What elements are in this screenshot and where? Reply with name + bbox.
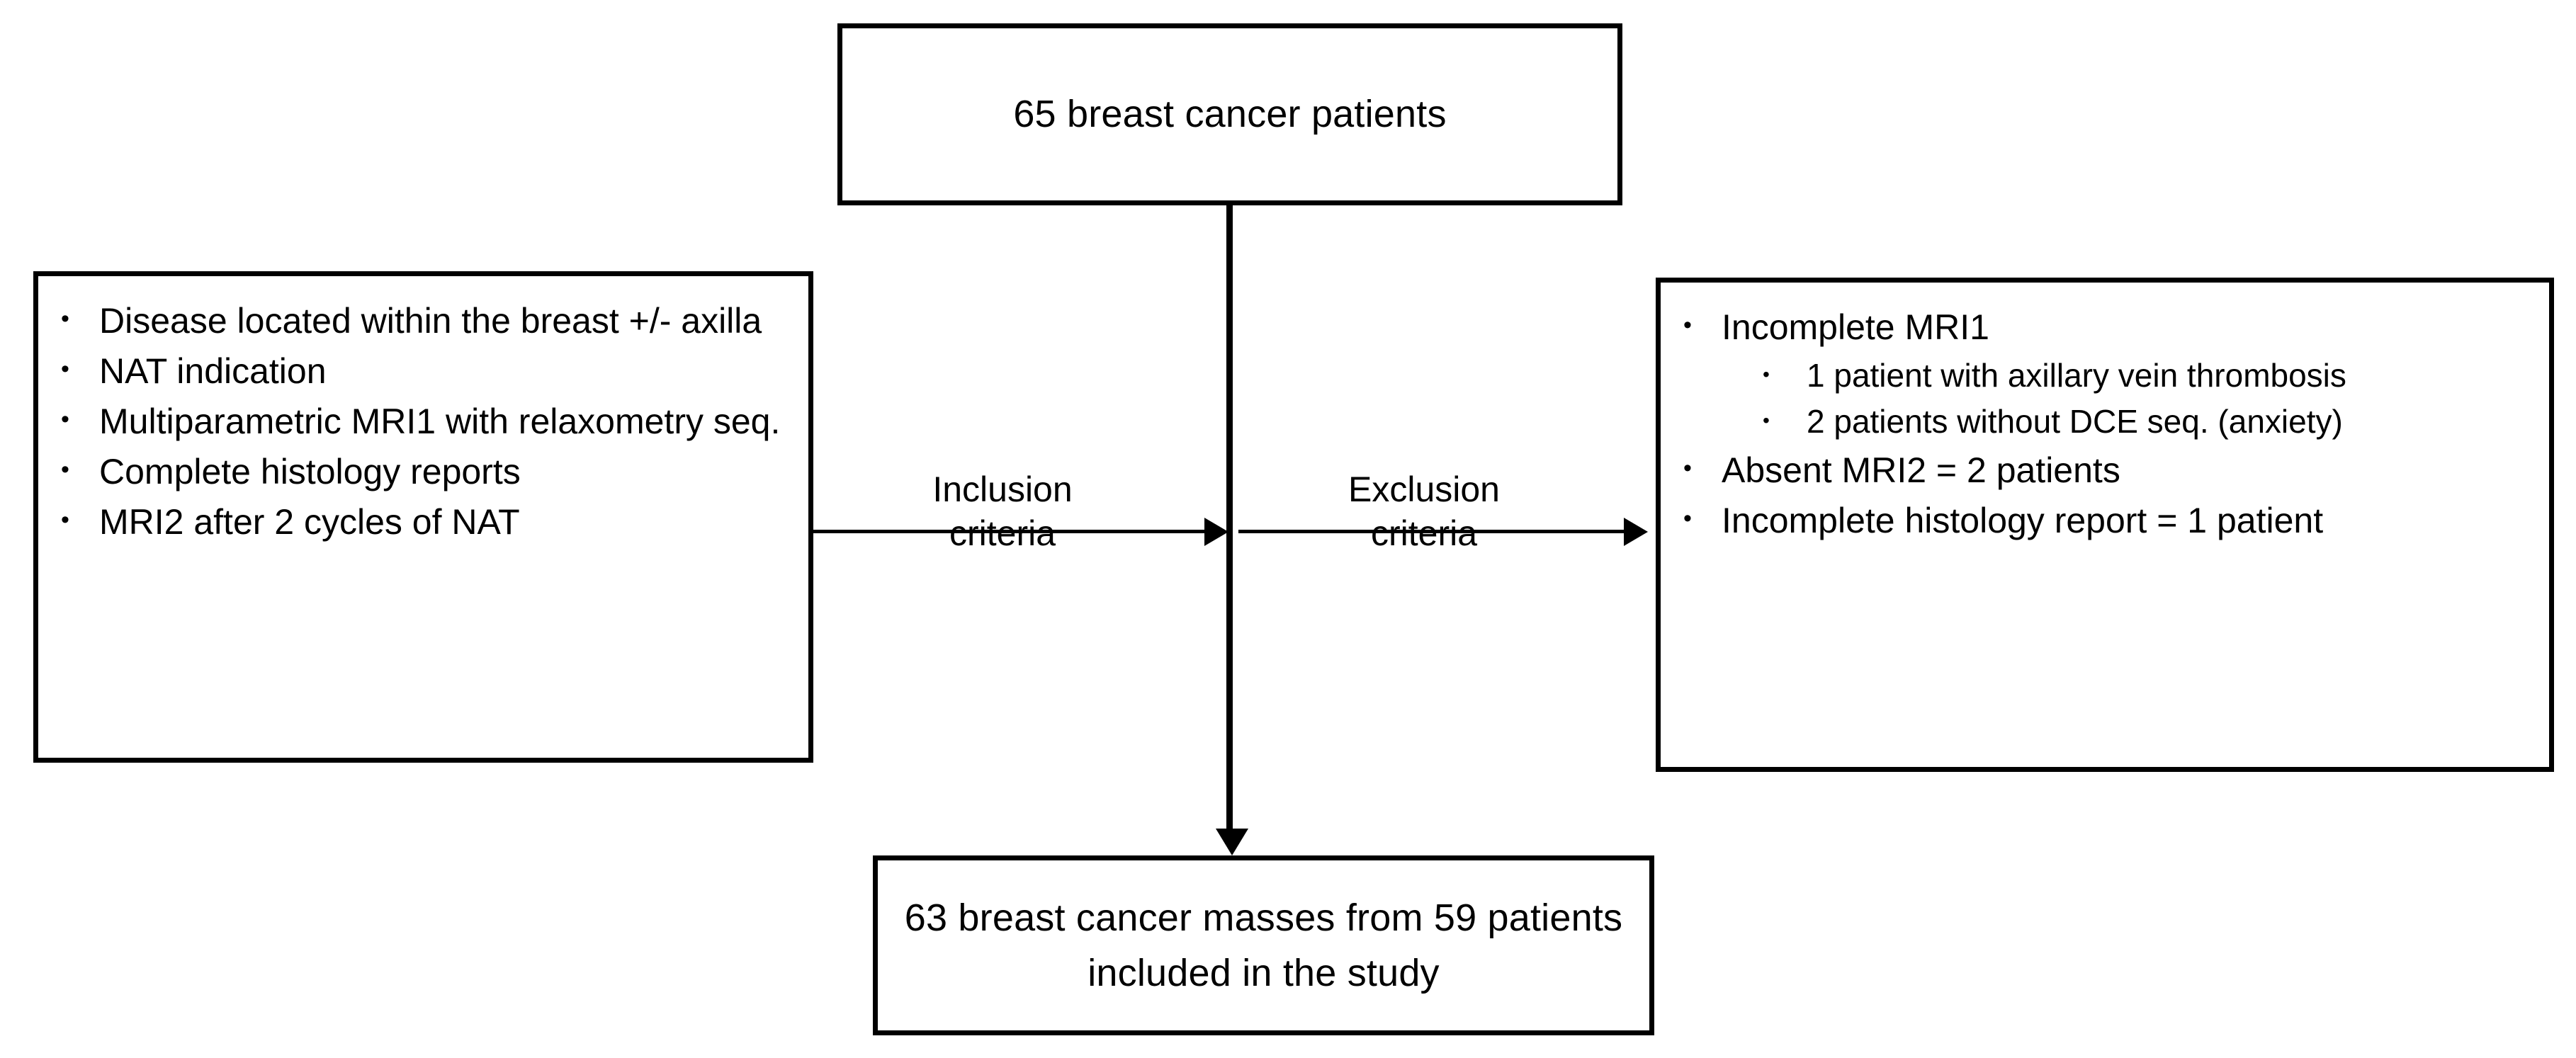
- list-item-text: Disease located within the breast +/- ax…: [99, 301, 762, 341]
- list-item-text: 1 patient with axillary vein thrombosis: [1807, 357, 2346, 394]
- list-item: • Incomplete MRI1: [1679, 302, 2538, 353]
- connector-trunk-vertical: [1226, 203, 1233, 833]
- list-item: • NAT indication: [57, 346, 797, 397]
- inclusion-criteria-list: • Disease located within the breast +/- …: [38, 276, 808, 547]
- list-item: • MRI2 after 2 cycles of NAT: [57, 497, 797, 547]
- list-item-text: Incomplete MRI1: [1722, 307, 1989, 347]
- connector-exclusion-arrowhead-icon: [1624, 518, 1648, 546]
- connector-trunk-arrowhead-icon: [1216, 829, 1248, 855]
- list-item-text: Complete histology reports: [99, 452, 521, 491]
- edge-label-exclusion: Exclusion criteria: [1348, 470, 1500, 553]
- bullet-icon: •: [61, 456, 69, 483]
- list-item-text: Incomplete histology report = 1 patient: [1722, 500, 2324, 540]
- list-item-text: Multiparametric MRI1 with relaxometry se…: [99, 402, 781, 441]
- bullet-icon: •: [1683, 504, 1692, 532]
- connector-exclusion-line: [1238, 530, 1627, 533]
- exclusion-criteria-list: • Incomplete MRI1 • 1 patient with axill…: [1661, 283, 2549, 546]
- list-item-text: MRI2 after 2 cycles of NAT: [99, 502, 520, 542]
- list-item: • Incomplete histology report = 1 patien…: [1679, 496, 2538, 546]
- bullet-icon: •: [1763, 363, 1770, 385]
- node-source-cohort-label: 65 breast cancer patients: [1013, 93, 1447, 136]
- list-item: • Complete histology reports: [57, 447, 797, 497]
- bullet-icon: •: [61, 305, 69, 332]
- list-item: • Multiparametric MRI1 with relaxometry …: [57, 397, 797, 447]
- bullet-icon: •: [61, 406, 69, 433]
- connector-inclusion-arrowhead-icon: [1204, 518, 1228, 546]
- list-item-text: Absent MRI2 = 2 patients: [1722, 450, 2120, 490]
- list-item: • Absent MRI2 = 2 patients: [1679, 445, 2538, 496]
- bullet-icon: •: [1763, 409, 1770, 432]
- list-item: • 1 patient with axillary vein thrombosi…: [1679, 353, 2538, 399]
- edge-label-inclusion: Inclusion criteria: [932, 470, 1073, 553]
- bullet-icon: •: [61, 355, 69, 382]
- node-exclusion-criteria: • Incomplete MRI1 • 1 patient with axill…: [1656, 278, 2554, 772]
- connector-inclusion-line: [813, 530, 1207, 533]
- list-item: • Disease located within the breast +/- …: [57, 296, 797, 346]
- node-source-cohort: 65 breast cancer patients: [837, 23, 1622, 205]
- bullet-icon: •: [61, 506, 69, 533]
- list-item-text: NAT indication: [99, 351, 327, 391]
- node-inclusion-criteria: • Disease located within the breast +/- …: [33, 271, 813, 763]
- list-item: • 2 patients without DCE seq. (anxiety): [1679, 399, 2538, 445]
- node-final-cohort-label: 63 breast cancer masses from 59 patients…: [904, 896, 1623, 994]
- bullet-icon: •: [1683, 454, 1692, 482]
- list-item-text: 2 patients without DCE seq. (anxiety): [1807, 403, 2343, 440]
- bullet-icon: •: [1683, 312, 1692, 339]
- node-final-cohort: 63 breast cancer masses from 59 patients…: [873, 855, 1654, 1035]
